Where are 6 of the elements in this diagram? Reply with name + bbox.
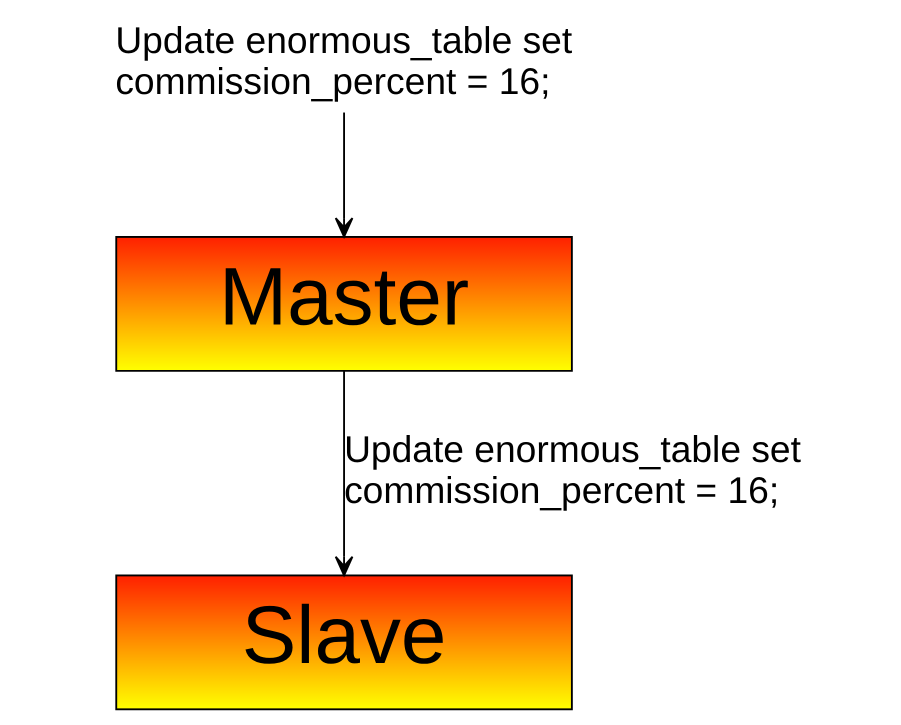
arrow: [334, 112, 353, 238]
node-text: Update enormous_table set commission_percent = 16;: [114, 18, 572, 102]
node-box: Slave: [114, 574, 572, 710]
node-box: Master: [114, 236, 572, 372]
arrow: [334, 371, 353, 576]
edge-label: Update enormous_table set commission_percent = 16;: [344, 428, 800, 511]
